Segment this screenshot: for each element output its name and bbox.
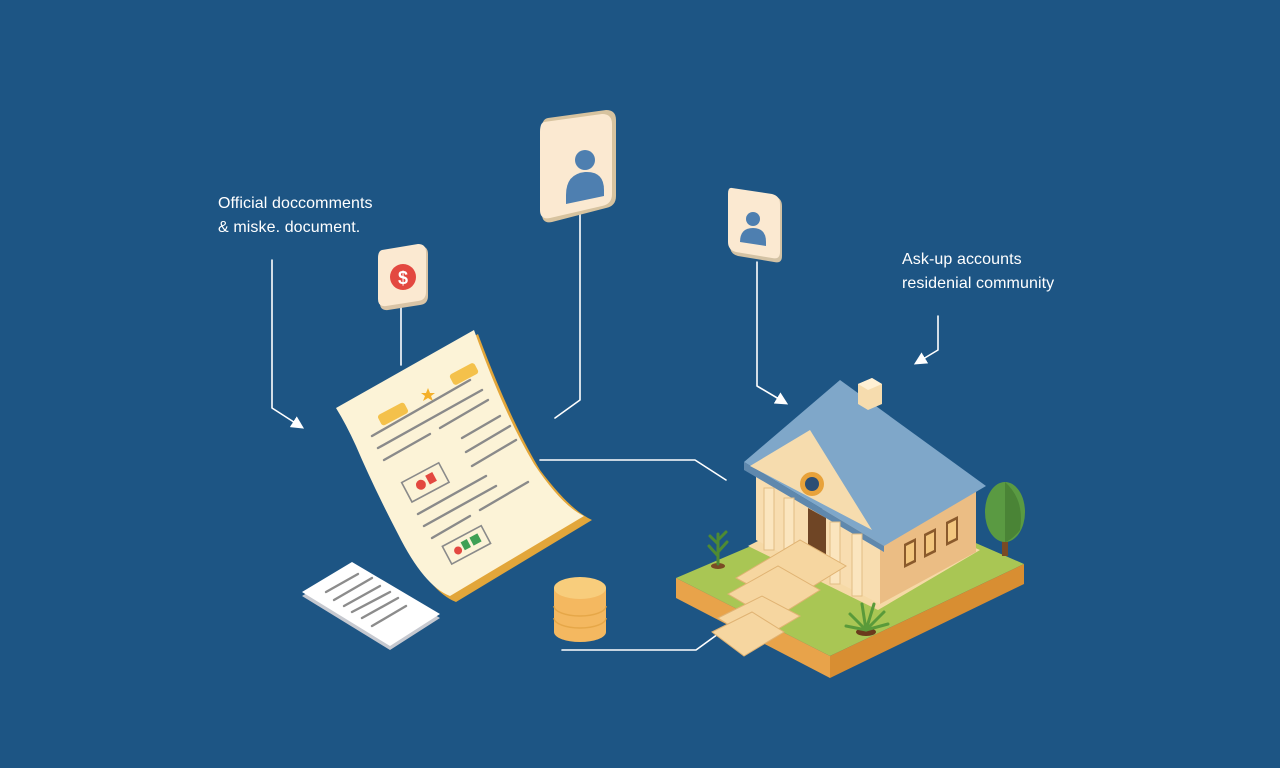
dollar-badge-icon: $ bbox=[378, 244, 428, 311]
document-icon bbox=[336, 330, 592, 602]
plant-icon bbox=[707, 530, 890, 636]
official-documents-label: Official doccomments & miske. document. bbox=[218, 192, 373, 240]
connector-right-label bbox=[913, 315, 939, 365]
connector-left-label bbox=[271, 259, 305, 429]
paper-stack-icon bbox=[302, 562, 440, 650]
residential-community-label: Ask-up accounts residenial community bbox=[902, 248, 1054, 296]
user-icon-large bbox=[540, 110, 616, 223]
connector-user-small bbox=[756, 261, 789, 405]
connector-user-large bbox=[554, 211, 581, 419]
residential-community-label-line1: Ask-up accounts bbox=[902, 251, 1022, 268]
official-documents-label-line1: Official doccomments bbox=[218, 195, 373, 212]
dollar-symbol: $ bbox=[398, 268, 408, 288]
connector-document-house bbox=[539, 459, 727, 481]
connector-lines bbox=[271, 211, 939, 651]
connector-coin-house bbox=[561, 633, 719, 651]
bank-house-icon bbox=[676, 378, 1024, 678]
coin-stack-icon bbox=[553, 577, 607, 642]
official-documents-label-line2: & miske. document. bbox=[218, 219, 361, 236]
tree-icon bbox=[985, 482, 1025, 556]
user-icon-small bbox=[728, 187, 782, 263]
residential-community-label-line2: residenial community bbox=[902, 275, 1055, 292]
